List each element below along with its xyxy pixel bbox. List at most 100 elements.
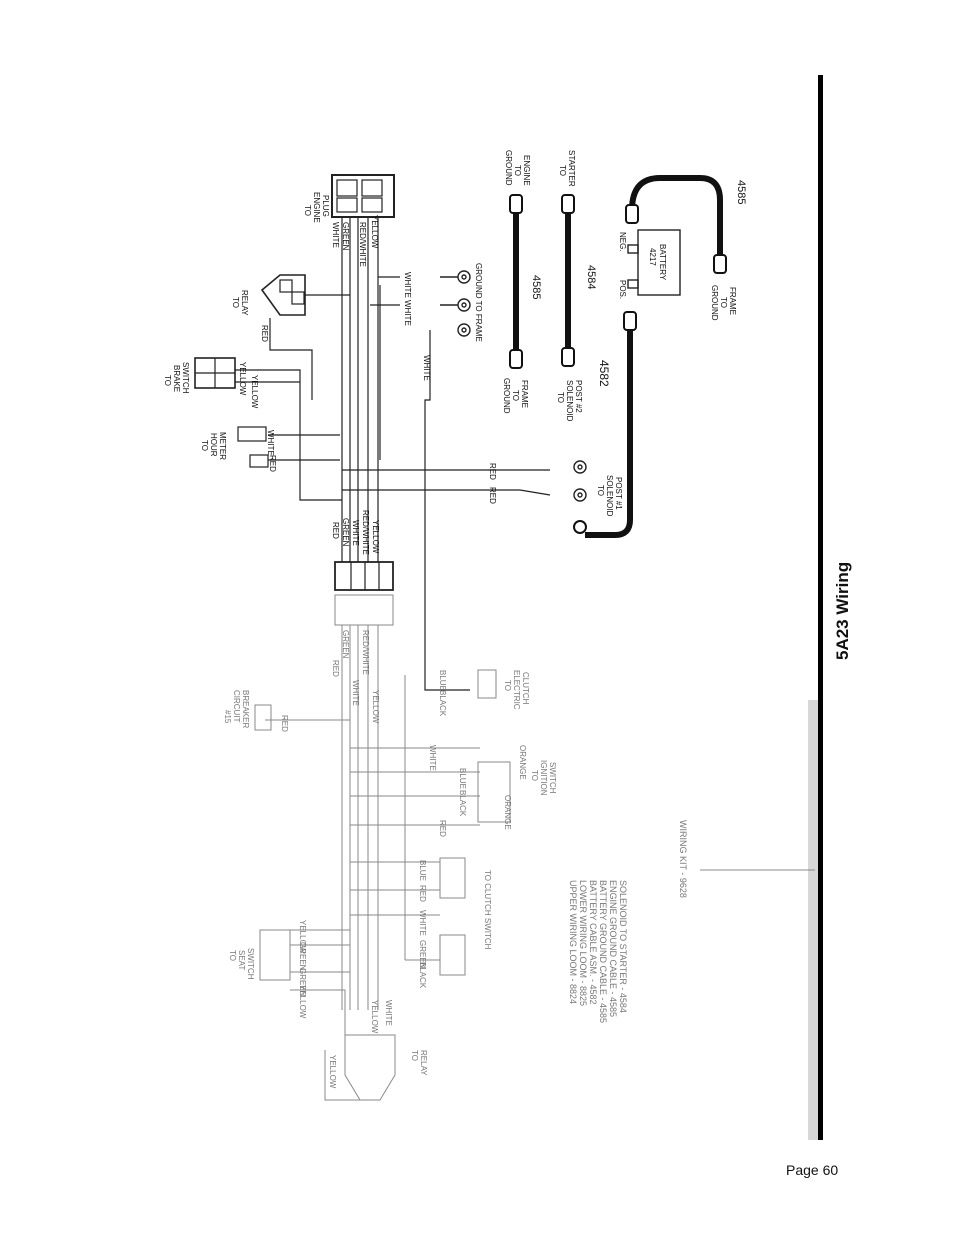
svg-text:4217: 4217 <box>648 248 657 266</box>
svg-text:RED/WHITE: RED/WHITE <box>361 630 370 675</box>
svg-text:CLUTCH: CLUTCH <box>521 672 530 705</box>
svg-text:RED: RED <box>331 660 340 677</box>
svg-text:4585: 4585 <box>530 275 542 299</box>
svg-text:GROUND: GROUND <box>504 150 513 186</box>
diagram-title: 5A23 Wiring <box>833 562 852 660</box>
svg-text:WHITE: WHITE <box>403 300 412 326</box>
svg-text:GREEN: GREEN <box>418 940 427 969</box>
svg-text:YELLOW: YELLOW <box>370 215 379 249</box>
svg-text:TO: TO <box>410 1050 419 1061</box>
page-number: Page 60 <box>786 1162 839 1178</box>
svg-text:SEAT: SEAT <box>237 950 246 970</box>
svg-text:ENGINE GROUND CABLE - 4585: ENGINE GROUND CABLE - 4585 <box>608 880 618 1017</box>
relay-connector <box>260 274 306 316</box>
svg-text:#15: #15 <box>223 710 232 724</box>
svg-text:YELLOW: YELLOW <box>298 985 307 1019</box>
svg-text:TO: TO <box>228 950 237 961</box>
svg-text:TO: TO <box>596 485 605 496</box>
svg-text:HOUR: HOUR <box>209 433 218 457</box>
svg-text:WHITE: WHITE <box>422 355 431 381</box>
ground-terminals <box>440 270 587 502</box>
svg-text:RELAY: RELAY <box>240 290 249 316</box>
svg-text:RELAY: RELAY <box>419 1050 428 1076</box>
svg-text:RED: RED <box>331 522 340 539</box>
svg-text:NEG.: NEG. <box>618 232 627 252</box>
svg-text:POST #1: POST #1 <box>614 477 623 510</box>
svg-text:YELLOW: YELLOW <box>250 375 259 409</box>
svg-text:TO: TO <box>530 770 539 781</box>
hour-meter-terminal-2 <box>249 454 269 468</box>
cable-ends <box>509 194 727 534</box>
svg-text:BATTERY: BATTERY <box>658 244 667 281</box>
svg-text:BLACK: BLACK <box>438 690 447 717</box>
svg-text:GROUND: GROUND <box>710 285 719 321</box>
svg-text:RED: RED <box>488 463 497 480</box>
lower-diagram <box>254 594 815 1101</box>
cable-4582 <box>585 320 633 538</box>
svg-text:GREEN: GREEN <box>341 222 350 251</box>
upper-harness-connector <box>334 561 394 591</box>
svg-text:4584: 4584 <box>585 265 597 289</box>
svg-text:TO CLUTCH SWITCH: TO CLUTCH SWITCH <box>483 870 492 950</box>
clutch-switch-connector-2 <box>439 934 466 976</box>
svg-text:WHITE: WHITE <box>266 430 275 456</box>
svg-text:POS.: POS. <box>618 280 627 299</box>
svg-text:ELECTRIC: ELECTRIC <box>512 670 521 710</box>
svg-text:STARTER: STARTER <box>567 150 576 187</box>
svg-text:GREEN: GREEN <box>341 518 350 547</box>
svg-text:IGNITION: IGNITION <box>539 760 548 796</box>
svg-text:TO: TO <box>558 165 567 176</box>
svg-text:UPPER WIRING LOOM - 8824: UPPER WIRING LOOM - 8824 <box>568 880 578 1004</box>
seat-switch-connector <box>259 929 291 981</box>
page-border-bar <box>818 75 823 1140</box>
svg-text:BLUE: BLUE <box>458 768 467 789</box>
svg-text:BLACK: BLACK <box>418 962 427 989</box>
svg-text:4582: 4582 <box>597 360 611 387</box>
battery-4217 <box>627 229 681 296</box>
parts-list: UPPER WIRING LOOM - 8824 LOWER WIRING LO… <box>568 820 688 1023</box>
svg-text:SOLENOID: SOLENOID <box>605 475 614 517</box>
svg-text:METER: METER <box>218 432 227 460</box>
circuit-breaker-terminal <box>254 704 272 731</box>
svg-text:YELLOW: YELLOW <box>328 1055 337 1089</box>
hour-meter-terminal-1 <box>237 426 267 442</box>
svg-text:BLUE: BLUE <box>418 860 427 881</box>
svg-text:YELLOW: YELLOW <box>371 520 380 554</box>
svg-text:TO: TO <box>513 165 522 176</box>
svg-text:TO: TO <box>200 440 209 451</box>
engine-plug-connector <box>331 174 395 218</box>
svg-text:SWITCH: SWITCH <box>246 948 255 980</box>
svg-text:YELLOW: YELLOW <box>298 920 307 954</box>
battery-cables <box>513 175 723 538</box>
svg-text:TO: TO <box>163 375 172 386</box>
svg-text:YELLOW: YELLOW <box>370 1000 379 1034</box>
svg-text:SOLENOID: SOLENOID <box>565 380 574 422</box>
svg-text:BRAKE: BRAKE <box>172 365 181 392</box>
svg-text:TO: TO <box>511 390 520 401</box>
svg-text:BATTERY CABLE ASM. - 4582: BATTERY CABLE ASM. - 4582 <box>588 880 598 1005</box>
svg-text:TO: TO <box>303 205 312 216</box>
svg-text:RED: RED <box>438 820 447 837</box>
svg-text:WHITE: WHITE <box>384 1000 393 1026</box>
svg-text:TO: TO <box>503 680 512 691</box>
svg-text:GROUND TO FRAME: GROUND TO FRAME <box>474 263 483 342</box>
svg-text:YELLOW: YELLOW <box>238 362 247 396</box>
cable-4585-right <box>629 175 723 260</box>
svg-text:LOWER WIRING LOOM - 8825: LOWER WIRING LOOM - 8825 <box>578 880 588 1006</box>
ignition-switch-connector <box>477 761 511 823</box>
svg-text:WHITE: WHITE <box>428 745 437 771</box>
svg-text:RED/WHITE: RED/WHITE <box>361 510 370 555</box>
lower-labels: #15 CIRCUIT BREAKER RED RED GREEN WHITE … <box>223 630 557 1089</box>
svg-text:WIRING KIT - 9628: WIRING KIT - 9628 <box>678 820 688 898</box>
svg-text:FRAME: FRAME <box>728 287 737 315</box>
svg-text:FRAME: FRAME <box>520 380 529 408</box>
svg-text:ENGINE: ENGINE <box>312 192 321 223</box>
svg-text:BATTERY GROUND CABLE - 4585: BATTERY GROUND CABLE - 4585 <box>598 880 608 1023</box>
svg-text:TO: TO <box>231 297 240 308</box>
upper-diagram <box>194 174 551 691</box>
svg-text:RED: RED <box>268 455 277 472</box>
svg-text:POST #2: POST #2 <box>574 380 583 413</box>
svg-text:RED: RED <box>488 487 497 504</box>
svg-text:CIRCUIT: CIRCUIT <box>232 690 241 723</box>
